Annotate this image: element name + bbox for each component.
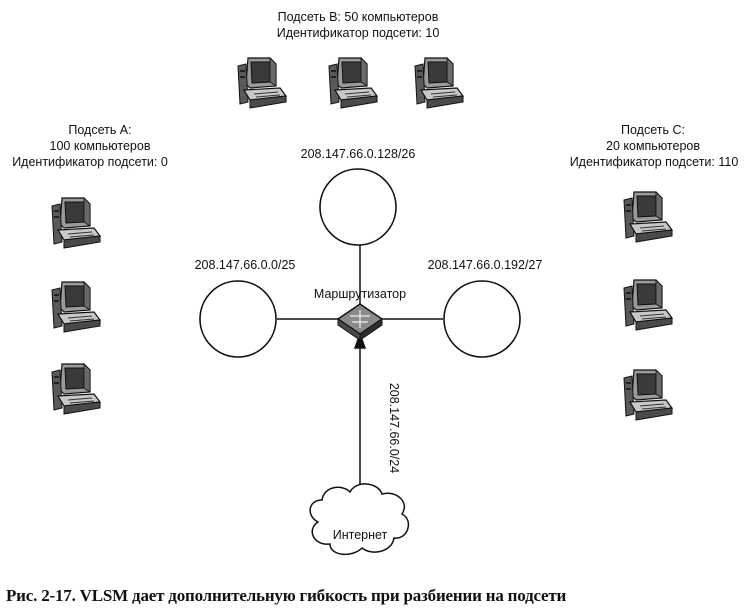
figure-caption: Рис. 2-17. VLSM дает дополнительную гибк…: [6, 586, 567, 605]
subnet-c-circle: [443, 280, 521, 358]
subnet-c-title: Подсеть С:: [621, 123, 685, 137]
router-label: Маршрутизатор: [313, 287, 407, 301]
connection-lines: [277, 245, 443, 500]
computer-icon: [623, 191, 673, 243]
computer-icon: [623, 369, 673, 421]
internet-label: Интернет: [332, 528, 388, 542]
computer-icon: [414, 57, 464, 109]
subnet-c-network: 208.147.66.0.192/27: [427, 258, 543, 272]
computer-icon: [51, 363, 101, 415]
subnet-b-title: Подсеть В: 50 компьютеров: [277, 10, 439, 24]
internet-cloud-icon: [309, 483, 410, 556]
subnet-a-title: Подсеть А:: [68, 123, 132, 137]
subnet-b-circle: [319, 168, 397, 246]
subnet-b-network: 208.147.66.0.128/26: [300, 147, 416, 161]
computer-icon: [237, 57, 287, 109]
computer-icon: [51, 281, 101, 333]
subnet-b-id: Идентификатор подсети: 10: [276, 26, 440, 40]
arrow-head: [353, 331, 367, 349]
computer-icon: [623, 279, 673, 331]
computer-icon: [51, 197, 101, 249]
uplink-network: 208.147.66.0/24: [387, 382, 401, 474]
subnet-a-id: Идентификатор подсети: 0: [12, 155, 168, 169]
subnet-a-network: 208.147.66.0.0/25: [194, 258, 296, 272]
subnet-a-count: 100 компьютеров: [49, 139, 151, 153]
subnet-c-id: Идентификатор подсети: 110: [569, 155, 739, 169]
router-icon: [336, 303, 384, 341]
subnet-c-count: 20 компьютеров: [606, 139, 700, 153]
subnet-a-circle: [199, 280, 277, 358]
computer-icon: [328, 57, 378, 109]
